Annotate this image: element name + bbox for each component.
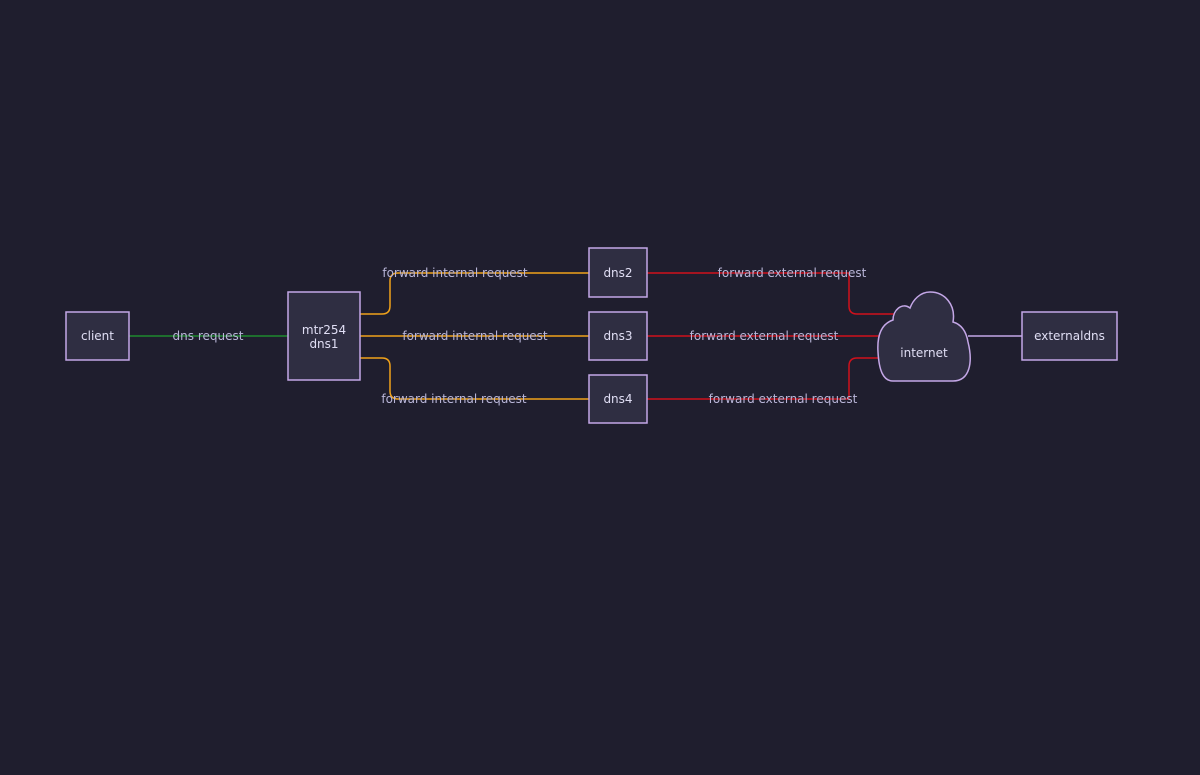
node-client-label: client bbox=[81, 329, 114, 343]
node-client[interactable]: client bbox=[65, 311, 130, 361]
node-dns4[interactable]: dns4 bbox=[588, 374, 648, 424]
edge-label-dns3-internet: forward external request bbox=[690, 329, 839, 343]
edge-dns2-internet bbox=[647, 272, 895, 315]
edge-label-dns4-internet: forward external request bbox=[709, 392, 858, 406]
node-dns3[interactable]: dns3 bbox=[588, 311, 648, 361]
node-dns4-label: dns4 bbox=[603, 392, 632, 406]
node-internet-label: internet bbox=[900, 346, 948, 360]
node-mtr254-label-line2: dns1 bbox=[309, 337, 338, 351]
edge-mtr254-dns4 bbox=[360, 357, 589, 400]
edge-label-mtr254-dns2: forward internal request bbox=[382, 266, 528, 280]
cloud-icon bbox=[877, 291, 971, 382]
node-externaldns-label: externaldns bbox=[1034, 329, 1105, 343]
node-mtr254-label-line1: mtr254 bbox=[302, 323, 346, 337]
edge-label-dns2-internet: forward external request bbox=[718, 266, 867, 280]
node-internet[interactable]: internet bbox=[877, 291, 971, 382]
node-mtr254[interactable]: mtr254 dns1 bbox=[287, 291, 361, 381]
node-dns2-label: dns2 bbox=[603, 266, 632, 280]
edge-dns4-internet bbox=[647, 357, 880, 400]
edge-label-mtr254-dns4: forward internal request bbox=[381, 392, 527, 406]
edge-label-mtr254-dns3: forward internal request bbox=[402, 329, 548, 343]
edge-label-dns-request: dns request bbox=[173, 329, 244, 343]
edge-mtr254-dns2 bbox=[360, 272, 589, 315]
node-externaldns[interactable]: externaldns bbox=[1021, 311, 1118, 361]
node-dns3-label: dns3 bbox=[603, 329, 632, 343]
node-dns2[interactable]: dns2 bbox=[588, 247, 648, 298]
